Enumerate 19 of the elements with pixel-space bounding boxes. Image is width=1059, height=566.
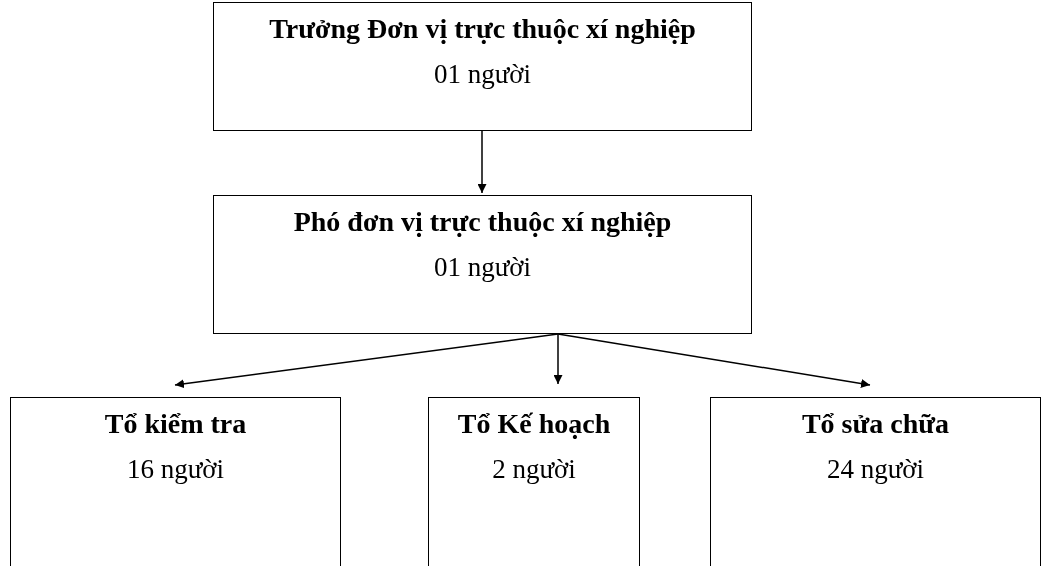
org-box [213, 195, 752, 334]
unit-title: Tổ sửa chữa [801, 407, 950, 441]
org-box [10, 397, 341, 566]
staff-count: 01 người [433, 251, 532, 284]
unit-title: Tổ Kế hoạch [457, 407, 611, 441]
arrow [174, 333, 559, 389]
staff-count: 2 người [492, 453, 576, 486]
unit-title: Phó đơn vị trực thuộc xí nghiệp [293, 205, 672, 239]
org-box [428, 397, 640, 566]
staff-count: 01 người [433, 58, 532, 91]
unit-title: Trưởng Đơn vị trực thuộc xí nghiệp [269, 12, 696, 46]
org-box [213, 2, 752, 131]
staff-count: 16 người [126, 453, 225, 486]
arrow [557, 333, 871, 388]
arrow [553, 333, 563, 385]
staff-count: 24 người [826, 453, 925, 486]
unit-title: Tổ kiểm tra [104, 407, 247, 441]
org-box [710, 397, 1041, 566]
arrow [477, 130, 487, 194]
